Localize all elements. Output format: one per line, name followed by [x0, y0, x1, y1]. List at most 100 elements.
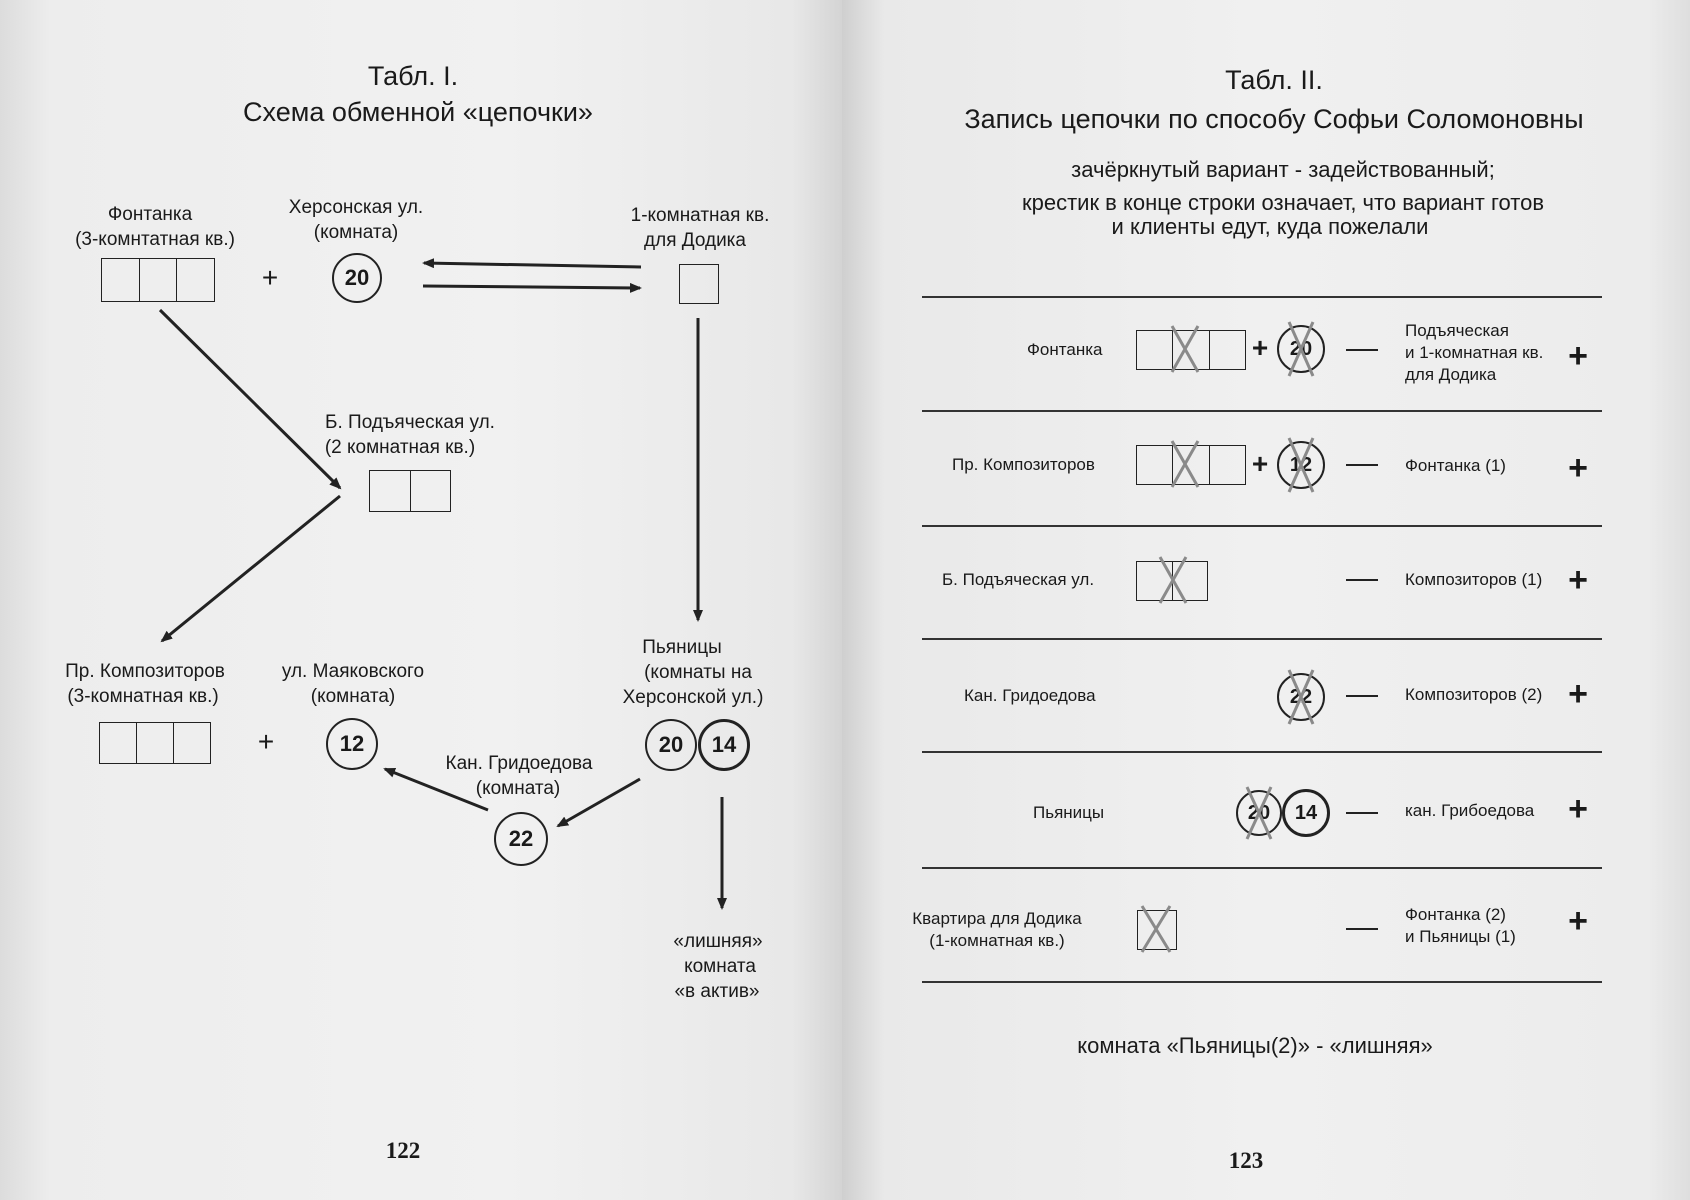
cross-mark	[1170, 440, 1200, 488]
done-mark-plus: +	[1568, 337, 1588, 375]
row-divider	[922, 981, 1602, 983]
row-divider	[922, 751, 1602, 753]
extra-room-label-3: «в актив»	[674, 981, 760, 1002]
dodik-1room-box	[679, 264, 719, 304]
fontanka-type: (3-комнтатная кв.)	[75, 229, 235, 250]
cross-mark	[1287, 321, 1315, 377]
podyacheskaya-type: (2 комнатная кв.)	[324, 437, 476, 458]
pyanitsy-label: Пьяницы	[642, 637, 722, 658]
kompozitorov-3room-box	[99, 722, 211, 764]
room-circle-20: 20	[332, 253, 382, 303]
kompozitorov-label: Пр. Композиторов	[65, 661, 225, 682]
room-circle-14: 14	[1282, 789, 1330, 837]
right-page: Табл. II. Запись цепочки по способу Софь…	[842, 0, 1690, 1200]
legend-note-2: крестик в конце строки означает, что вар…	[1021, 190, 1545, 215]
crossed-3room-box	[1136, 445, 1246, 485]
exchange-arrows	[158, 258, 727, 910]
legend-note-1: зачёркнутый вариант - задействованный;	[1071, 157, 1495, 182]
row-destination: кан. Грибоедова	[1405, 801, 1535, 820]
mayakovskogo-label: ул. Маяковского	[281, 661, 425, 682]
row-destination-2: и 1-комнатная кв.	[1405, 343, 1544, 362]
row-divider	[922, 296, 1602, 298]
strike-through-marks	[1140, 321, 1315, 953]
arrow-griboedova-to-mayakovskogo	[383, 767, 489, 812]
row-dash	[1346, 812, 1378, 814]
arrow-dodik-to-khersonskaya	[422, 258, 642, 269]
footer-note: комната «Пьяницы(2)» - «лишняя»	[1077, 1033, 1433, 1058]
row-destination-3: для Додика	[1405, 365, 1497, 384]
row-divider	[922, 638, 1602, 640]
row-destination: Фонтанка (1)	[1405, 456, 1506, 475]
row-dash	[1346, 464, 1378, 466]
row-dash	[1346, 928, 1378, 930]
plus-operator: +	[1251, 448, 1269, 479]
done-mark-plus: +	[1568, 790, 1588, 828]
table-2-title: Табл. II.	[1225, 65, 1323, 95]
extra-room-label-1: «лишняя»	[673, 931, 763, 952]
row-dash	[1346, 349, 1378, 351]
cross-mark	[1170, 325, 1200, 373]
khersonskaya-label: Херсонская ул.	[288, 197, 424, 218]
row-source-name: Квартира для Додика	[912, 909, 1082, 928]
row-source-name: Пр. Композиторов	[952, 455, 1095, 474]
fontanka-label: Фонтанка	[107, 204, 193, 225]
cross-mark	[1287, 437, 1315, 493]
cross-mark	[1140, 905, 1172, 953]
griboedova-type: (комната)	[475, 778, 561, 799]
row-divider	[922, 867, 1602, 869]
dodik-apartment-owner: для Додика	[644, 230, 746, 251]
crossed-3room-box	[1136, 330, 1246, 370]
room-circle-20-pyanitsy: 20	[645, 719, 697, 771]
row-source-name: Кан. Гридоедова	[964, 686, 1096, 705]
arrow-podyacheskaya-to-kompozitorov	[160, 494, 341, 643]
row-destination: Подъяческая	[1405, 321, 1509, 340]
plus-operator-2: +	[257, 726, 275, 757]
row-source-type: (1-комнатная кв.)	[929, 931, 1065, 950]
row-divider	[922, 410, 1602, 412]
legend-note-3: и клиенты едут, куда пожелали	[1111, 214, 1429, 239]
room-circle-12: 12	[326, 718, 378, 770]
table-2-subtitle: Запись цепочки по способу Софьи Соломоно…	[964, 104, 1584, 134]
pyanitsy-desc-2: Херсонской ул.)	[622, 687, 764, 708]
page-number-left: 122	[385, 1138, 421, 1163]
done-mark-plus: +	[1568, 449, 1588, 487]
table-1-subtitle: Схема обменной «цепочки»	[243, 97, 593, 127]
row-dash	[1346, 579, 1378, 581]
left-page: Табл. I. Схема обменной «цепочки» Фонтан…	[0, 0, 842, 1200]
room-circle-14: 14	[698, 719, 750, 771]
done-mark-plus: +	[1568, 561, 1588, 599]
griboedova-label: Кан. Гридоедова	[445, 753, 593, 774]
done-mark-plus: +	[1568, 902, 1588, 940]
row-source-name: Б. Подъяческая ул.	[942, 570, 1095, 589]
row-destination-2: и Пьяницы (1)	[1405, 927, 1516, 946]
row-destination: Фонтанка (2)	[1405, 905, 1506, 924]
plus-operator: +	[1251, 332, 1269, 363]
room-circle-22: 22	[494, 812, 548, 866]
row-destination: Композиторов (2)	[1405, 685, 1543, 704]
kompozitorov-type: (3-комнатная кв.)	[67, 686, 219, 707]
row-dash	[1346, 695, 1378, 697]
arrow-fontanka-to-podyacheskaya	[158, 308, 342, 490]
plus-operator: +	[261, 262, 279, 293]
table-1-title: Табл. I.	[367, 61, 459, 91]
done-mark-plus: +	[1568, 675, 1588, 713]
mayakovskogo-type: (комната)	[310, 686, 396, 707]
row-divider	[922, 525, 1602, 527]
cross-mark	[1245, 786, 1273, 840]
pyanitsy-desc-1: (комнаты на	[644, 662, 752, 683]
row-source-name: Пьяницы	[1033, 803, 1105, 822]
podyacheskaya-label: Б. Подъяческая ул.	[325, 412, 495, 433]
khersonskaya-type: (комната)	[313, 222, 399, 243]
cross-mark	[1287, 669, 1315, 725]
cross-mark	[1158, 556, 1188, 604]
row-destination: Композиторов (1)	[1405, 570, 1543, 589]
crossed-1room-box	[1137, 910, 1177, 950]
podyacheskaya-2room-box	[369, 470, 451, 512]
row-source-name: Фонтанка	[1027, 340, 1103, 359]
arrow-pyanitsy-to-griboedova	[556, 777, 641, 828]
arrow-khersonskaya-to-dodik	[422, 282, 642, 293]
page-number-right: 123	[1228, 1148, 1264, 1173]
dodik-apartment-label: 1-комнатная кв.	[630, 205, 770, 226]
extra-room-label-2: комната	[684, 956, 756, 977]
fontanka-3room-box	[101, 258, 215, 302]
